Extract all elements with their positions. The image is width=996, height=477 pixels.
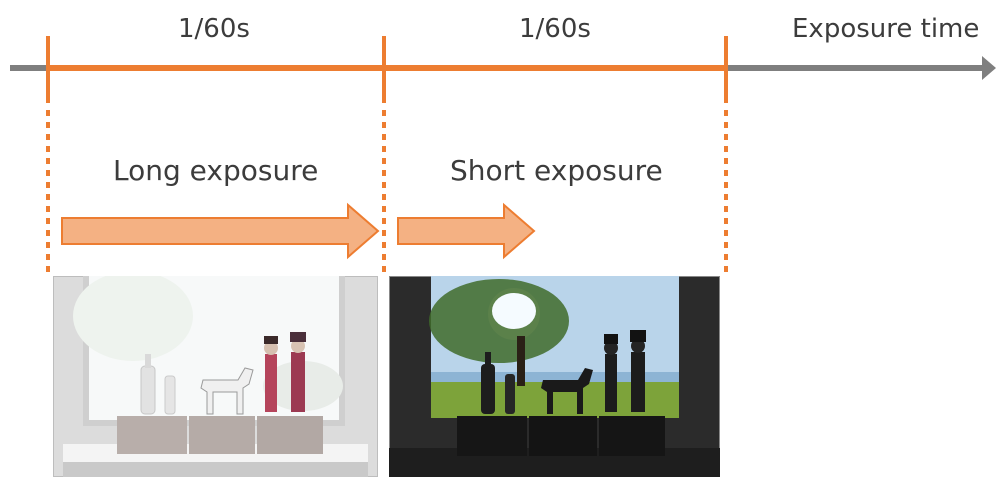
time-axis-arrowhead-icon (982, 56, 996, 80)
short-exposure-label: Short exposure (450, 154, 663, 187)
dark-windowsill-image (389, 276, 720, 477)
interval-label: 1/60s (519, 14, 591, 44)
interval-label: 1/60s (178, 14, 250, 44)
long-exposure-arrow (61, 202, 380, 260)
axis-title: Exposure time (792, 14, 980, 44)
long-exposure-label: Long exposure (113, 154, 319, 187)
short-exposure-arrow (397, 202, 536, 260)
long-exposure-photo (53, 276, 378, 477)
bright-windowsill-image (53, 276, 378, 477)
short-exposure-photo (389, 276, 720, 477)
